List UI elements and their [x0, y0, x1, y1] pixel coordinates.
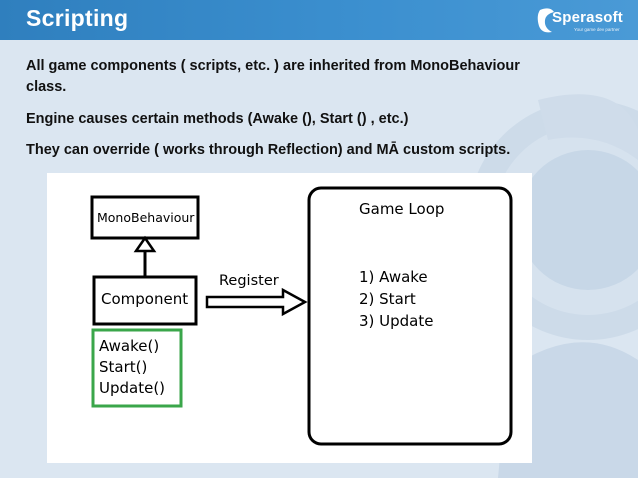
header-bar [0, 0, 638, 40]
component-box [92, 275, 198, 326]
game-loop-item-awake: 1) Awake [359, 268, 428, 286]
sperasoft-logo-icon [537, 8, 554, 33]
monobehaviour-box [90, 195, 200, 240]
register-arrow-icon [205, 287, 308, 317]
page-title: Scripting [26, 5, 129, 31]
methods-box [91, 328, 183, 408]
register-label: Register [219, 273, 279, 289]
method-start: Start() [99, 358, 147, 376]
method-update: Update() [99, 379, 165, 397]
bullet-text-1: All game components ( scripts, etc. ) ar… [26, 58, 520, 95]
component-label: Component [101, 290, 188, 308]
method-awake: Awake() [99, 337, 159, 355]
bullet-text-2: Engine causes certain methods (Awake (),… [26, 111, 409, 127]
diagram-svg: MonoBehaviour Component Awake() Start() … [90, 186, 513, 446]
game-loop-item-start: 2) Start [359, 290, 416, 308]
diagram-panel: MonoBehaviour Component Awake() Start() … [47, 173, 532, 463]
logo-tagline: Your game dev partner [574, 27, 620, 32]
logo-wordmark: Sperasoft [552, 9, 623, 26]
game-loop-box [307, 186, 513, 446]
game-loop-title: Game Loop [359, 200, 444, 218]
bullet-text-3: They can override ( works through Reflec… [26, 142, 511, 158]
game-loop-item-update: 3) Update [359, 312, 434, 330]
inheritance-arrow-icon [133, 235, 157, 253]
monobehaviour-label: MonoBehaviour [97, 210, 195, 225]
